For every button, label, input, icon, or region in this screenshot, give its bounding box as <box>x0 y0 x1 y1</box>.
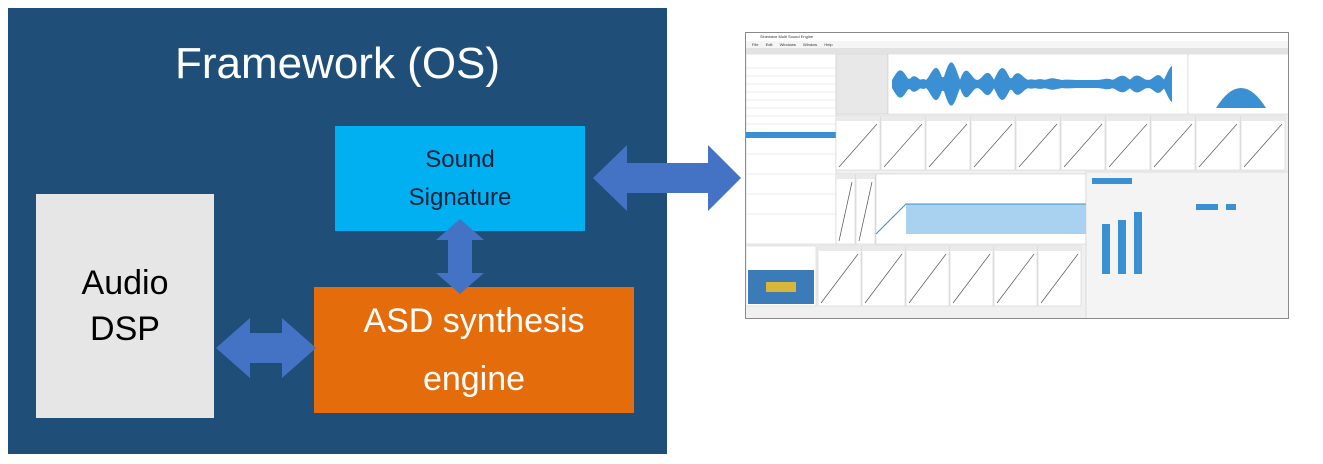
asd-synthesis-engine-box: ASD synthesis engine <box>314 287 634 413</box>
screenshot-menu-bar: File Edit Windows Window Help <box>746 41 1288 48</box>
asd-engine-label-line2: engine <box>422 360 526 398</box>
double-arrow-signature-engine <box>436 219 484 294</box>
screenshot-menu-windows: Windows <box>779 42 796 47</box>
screenshot-menu-window: Window <box>802 42 818 47</box>
audio-dsp-box: Audio DSP <box>36 194 214 418</box>
screenshot-menu-edit: Edit <box>765 42 773 47</box>
screenshot-window-title: Sinewave Multi Sound Engine <box>760 34 814 39</box>
sound-engine-app-screenshot: Sinewave Multi Sound Engine File Edit Wi… <box>745 32 1289 319</box>
double-arrow-signature-screenshot <box>593 145 741 211</box>
asd-engine-label-line1: ASD synthesis <box>363 302 585 340</box>
screenshot-menu-file: File <box>752 42 759 47</box>
sound-signature-label-line2: Signature <box>408 183 512 211</box>
screenshot-app-content <box>746 54 1288 318</box>
audio-dsp-label-line1: Audio <box>81 264 169 302</box>
screenshot-menu-help: Help <box>824 42 833 47</box>
framework-title: Framework (OS) <box>174 39 501 88</box>
screenshot-title-bar: Sinewave Multi Sound Engine <box>746 33 1288 41</box>
sound-signature-box: Sound Signature <box>335 126 585 231</box>
sound-signature-label-line1: Sound <box>425 145 495 173</box>
double-arrow-dsp-engine <box>216 318 316 378</box>
audio-dsp-label-line2: DSP <box>90 310 160 348</box>
screenshot-tab-strip <box>746 48 1288 54</box>
